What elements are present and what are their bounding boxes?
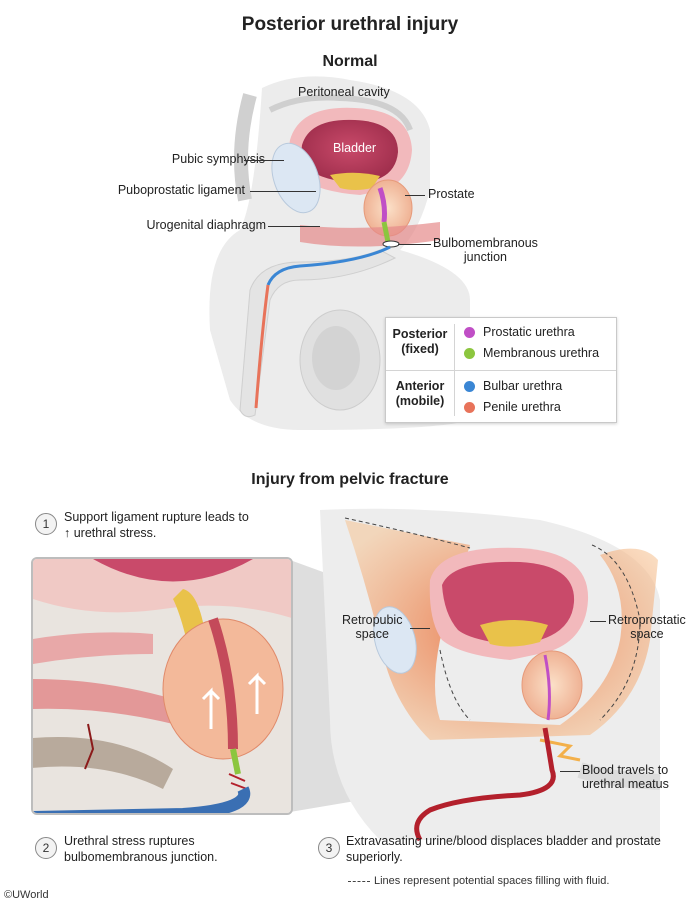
injury-anatomy [290, 508, 661, 842]
retropubic-space-label: Retropubic space [342, 613, 402, 641]
bulbar-label: Bulbar urethra [483, 379, 563, 393]
blood-line1: Blood travels to [582, 763, 669, 777]
legend-anterior-line1: Anterior [395, 379, 445, 393]
bladder-label: Bladder [333, 141, 377, 155]
normal-anatomy [209, 76, 470, 430]
retroprostatic-line2: space [630, 627, 664, 641]
injury-subtitle: Injury from pelvic fracture [251, 471, 449, 488]
step-3-number: 3 [318, 837, 340, 859]
step-3-line1: Extravasating urine/blood displaces blad… [346, 834, 661, 848]
bulbomembranous-junction-label: Bulbomembranous junction [433, 236, 538, 264]
step-2-text: Urethral stress ruptures bulbomembranous… [64, 833, 218, 865]
step-3-text: Extravasating urine/blood displaces blad… [346, 833, 661, 865]
step-2-line2: bulbomembranous junction. [64, 850, 218, 864]
urethra-legend: Posterior (fixed) Anterior (mobile) Pros… [385, 317, 617, 423]
retroprostatic-space-label: Retroprostatic space [608, 613, 686, 641]
footnote: Lines represent potential spaces filling… [348, 875, 609, 887]
step-1-line1: Support ligament rupture leads to [64, 510, 249, 524]
bulbomembranous-line2: junction [463, 250, 507, 264]
step-3-line2: superiorly. [346, 850, 403, 864]
penile-label: Penile urethra [483, 400, 561, 414]
membranous-label: Membranous urethra [483, 346, 600, 360]
prostatic-label: Prostatic urethra [483, 325, 575, 339]
step-2-number: 2 [35, 837, 57, 859]
urogenital-diaphragm-leader [268, 226, 320, 227]
retropubic-leader [410, 628, 430, 629]
puboprostatic-ligament-leader [250, 191, 316, 192]
inset-illustration [33, 559, 291, 813]
prostate-label: Prostate [428, 187, 475, 201]
bulbomembranous-line1: Bulbomembranous [433, 236, 538, 250]
legend-horizontal-divider [386, 370, 616, 371]
step-1-line2: ↑ urethral stress. [64, 526, 157, 540]
page-title: Posterior urethral injury [241, 14, 459, 35]
bulbomembranous-leader [398, 244, 431, 245]
legend-anterior-group: Anterior (mobile) [390, 379, 450, 409]
membranous-swatch [464, 347, 475, 359]
legend-item-membranous: Membranous urethra [464, 346, 599, 360]
legend-item-prostatic: Prostatic urethra [464, 325, 575, 339]
prostate-leader [405, 195, 425, 196]
retropubic-line1: Retropubic [342, 613, 403, 627]
legend-item-penile: Penile urethra [464, 400, 561, 414]
step-1-number: 1 [35, 513, 57, 535]
blood-line2: urethral meatus [582, 777, 669, 791]
pubic-symphysis-label: Pubic symphysis [171, 152, 265, 166]
blood-leader [560, 771, 580, 772]
retroprostatic-line1: Retroprostatic [608, 613, 686, 627]
pubic-symphysis-leader [244, 160, 284, 161]
step-1-text: Support ligament rupture leads to ↑ uret… [64, 509, 249, 541]
legend-item-bulbar: Bulbar urethra [464, 379, 562, 393]
urogenital-diaphragm-label: Urogenital diaphragm [146, 218, 266, 232]
prostatic-swatch [464, 326, 475, 338]
penile-swatch [464, 401, 475, 413]
step-2-line1: Urethral stress ruptures [64, 834, 195, 848]
retroprostatic-leader [590, 621, 606, 622]
dash-line-icon [348, 880, 370, 882]
legend-posterior-group: Posterior (fixed) [390, 327, 450, 357]
legend-posterior-line1: Posterior [392, 327, 448, 341]
copyright: ©UWorld [4, 889, 49, 901]
footnote-text: Lines represent potential spaces filling… [374, 875, 610, 887]
blood-travels-label: Blood travels to urethral meatus [582, 763, 669, 791]
puboprostatic-ligament-label: Puboprostatic ligament [117, 183, 245, 197]
legend-anterior-line2: (mobile) [395, 394, 445, 408]
normal-subtitle: Normal [322, 53, 378, 70]
retropubic-line2: space [355, 627, 389, 641]
injury-zoom-inset [31, 557, 293, 815]
peritoneal-cavity-label: Peritoneal cavity [298, 85, 390, 99]
legend-posterior-line2: (fixed) [401, 342, 439, 356]
bulbar-swatch [464, 380, 475, 392]
